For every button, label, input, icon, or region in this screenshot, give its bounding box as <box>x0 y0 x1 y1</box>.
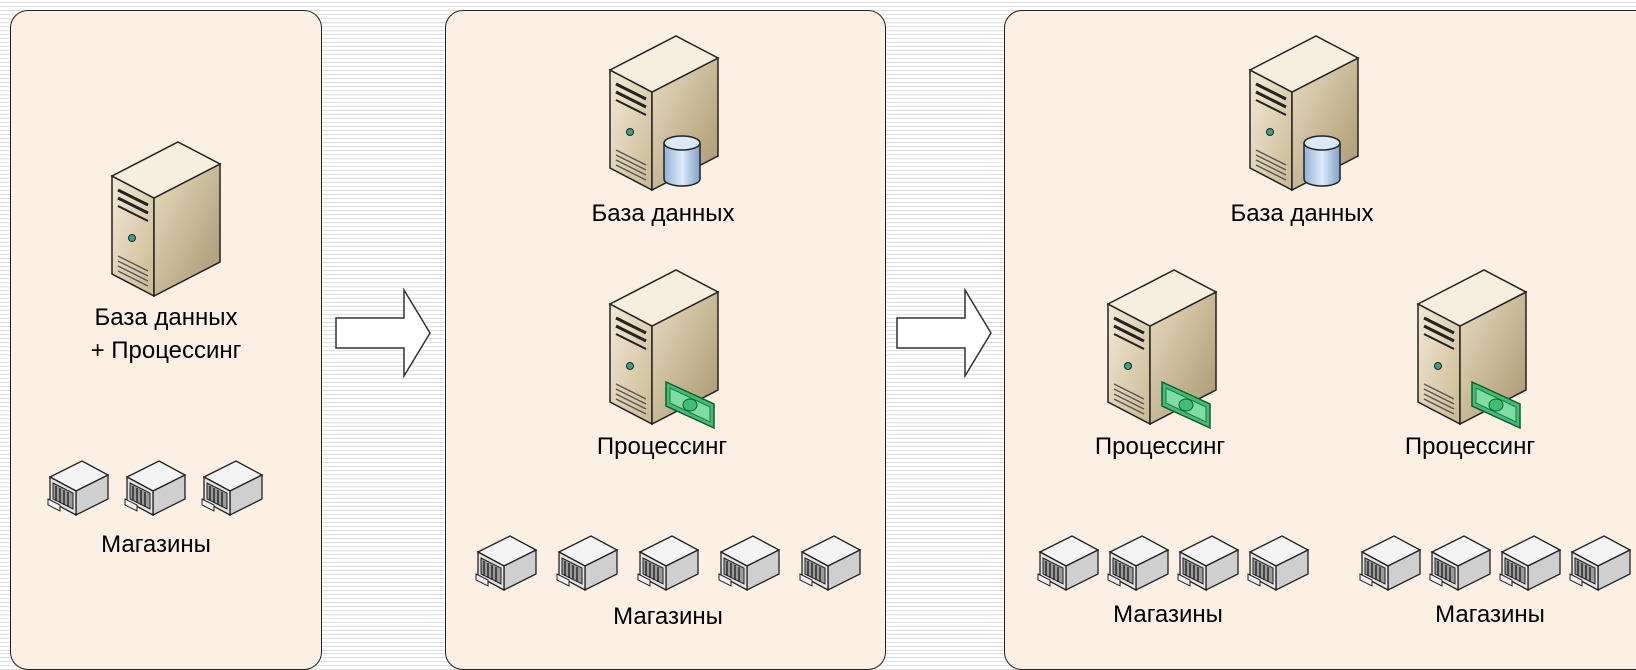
stage-1-server-label-line1: База данных <box>94 304 238 331</box>
database-cylinder-icon <box>1302 135 1342 187</box>
cash-register-icon <box>798 530 862 594</box>
stage-2-db-label: База данных <box>591 200 735 227</box>
stage-3-db-label: База данных <box>1230 200 1374 227</box>
cash-register-icon <box>717 530 781 594</box>
cash-register-icon <box>1106 530 1170 594</box>
stage-1-server-label-line2: + Процессинг <box>90 337 242 364</box>
right-arrow-icon <box>896 288 992 378</box>
cash-register-icon <box>636 530 700 594</box>
stage-1-shops-label: Магазины <box>101 531 211 558</box>
cash-register-icon <box>1568 530 1632 594</box>
database-cylinder-icon <box>662 135 702 187</box>
cash-register-icon <box>1428 530 1492 594</box>
cash-register-icon <box>555 530 619 594</box>
stage-3-processing-left-label: Процессинг <box>1094 433 1226 460</box>
stage-1-panel <box>10 10 322 670</box>
cash-register-icon <box>1036 530 1100 594</box>
cash-register-icon <box>1358 530 1422 594</box>
banknote-icon <box>664 378 716 430</box>
cash-register-icon <box>474 530 538 594</box>
stage-2-shops-label: Магазины <box>613 603 723 630</box>
cash-register-icon <box>1176 530 1240 594</box>
stage-2-processing-label: Процессинг <box>596 433 728 460</box>
cash-register-icon <box>123 455 187 519</box>
cash-register-icon <box>200 455 264 519</box>
cash-register-icon <box>1498 530 1562 594</box>
cash-register-icon <box>1246 530 1310 594</box>
banknote-icon <box>1160 378 1212 430</box>
stage-3-shops-left-label: Магазины <box>1113 601 1223 628</box>
banknote-icon <box>1470 378 1522 430</box>
right-arrow-icon <box>335 288 431 378</box>
stage-3-shops-right-label: Магазины <box>1435 601 1545 628</box>
cash-register-icon <box>46 455 110 519</box>
server-icon <box>104 138 224 298</box>
stage-3-processing-right-label: Процессинг <box>1404 433 1536 460</box>
